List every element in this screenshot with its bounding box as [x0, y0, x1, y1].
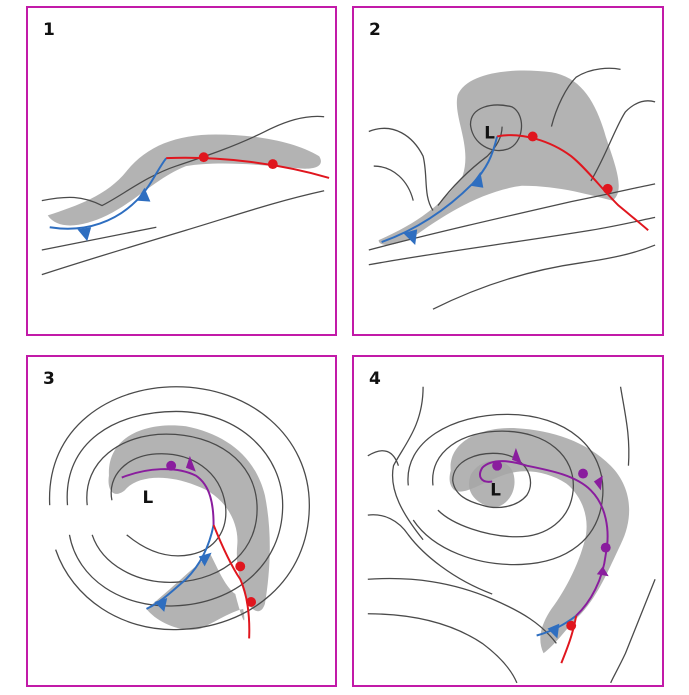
- warm-front: [166, 156, 330, 179]
- panel-1-drawing: [41, 115, 330, 276]
- panel-number: 1: [43, 20, 55, 40]
- cloud-shading: [108, 425, 270, 630]
- occluded-front: [121, 468, 215, 525]
- cloud-shading: [47, 134, 321, 226]
- panel-3: L 3: [26, 355, 337, 687]
- isobars: [368, 67, 656, 310]
- isobars: [49, 386, 310, 631]
- warm-front-dots: [198, 152, 278, 170]
- warm-front-dots: [235, 561, 257, 607]
- cold-front: [381, 136, 499, 244]
- isobars: [367, 386, 656, 684]
- low-pressure-label: L: [143, 487, 154, 507]
- warm-front-dots: [566, 620, 577, 631]
- panel-2: L 2: [352, 6, 664, 336]
- cold-front: [49, 157, 167, 230]
- warm-front: [560, 615, 578, 664]
- low-pressure-label: L: [490, 479, 501, 499]
- cloud-shading: [378, 70, 619, 245]
- occluded-front: [479, 460, 609, 617]
- panel-4: L 4: [352, 355, 664, 687]
- panel-3-drawing: L: [49, 386, 310, 639]
- panel-number: 3: [43, 369, 55, 389]
- panel-number: 4: [369, 369, 381, 389]
- warm-front: [212, 524, 251, 639]
- warm-front-dots: [527, 131, 613, 194]
- occluded-front-symbols: [166, 455, 196, 472]
- panel-number: 2: [369, 20, 381, 40]
- panel-1: 1: [26, 6, 337, 336]
- cold-front-triangles: [154, 552, 212, 612]
- panel-2-drawing: L: [368, 67, 656, 310]
- cold-front-triangles: [77, 187, 151, 242]
- cold-front-triangles: [403, 171, 484, 246]
- isobars: [41, 115, 325, 276]
- occluded-front-symbols: [492, 447, 611, 577]
- cold-front-triangles: [547, 623, 560, 639]
- low-pressure-label: L: [484, 122, 495, 142]
- panel-4-drawing: L: [367, 386, 656, 684]
- cloud-shading: [449, 428, 630, 654]
